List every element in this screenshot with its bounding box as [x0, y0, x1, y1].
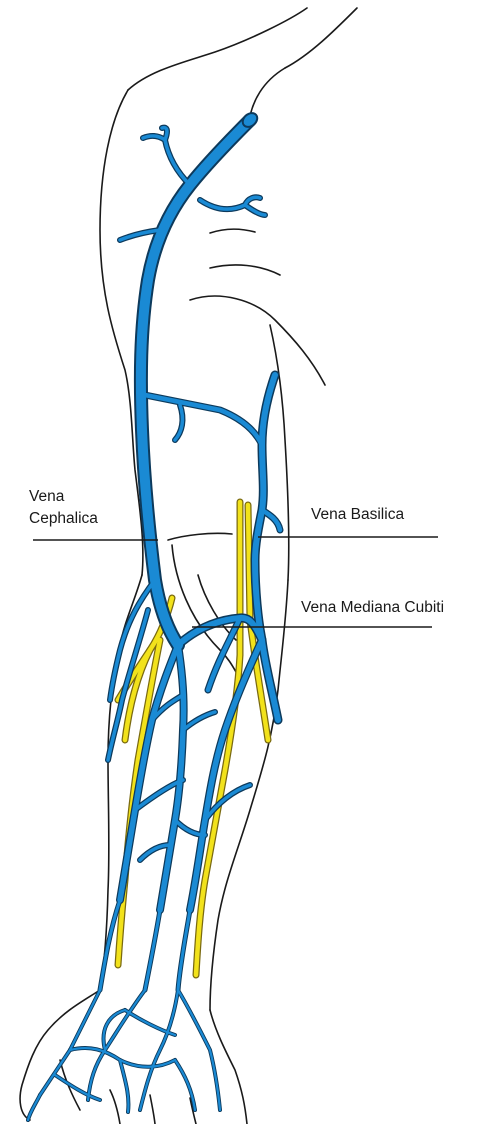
label-vena-cephalica-line2: Cephalica [29, 508, 98, 530]
label-vena-basilica: Vena Basilica [311, 504, 404, 526]
arm-outline [20, 8, 357, 1124]
veins [28, 110, 280, 1120]
label-vena-cephalica: Vena Cephalica [29, 486, 98, 530]
label-vena-cephalica-line1: Vena [29, 486, 98, 508]
label-vena-mediana-cubiti: Vena Mediana Cubiti [301, 597, 444, 619]
